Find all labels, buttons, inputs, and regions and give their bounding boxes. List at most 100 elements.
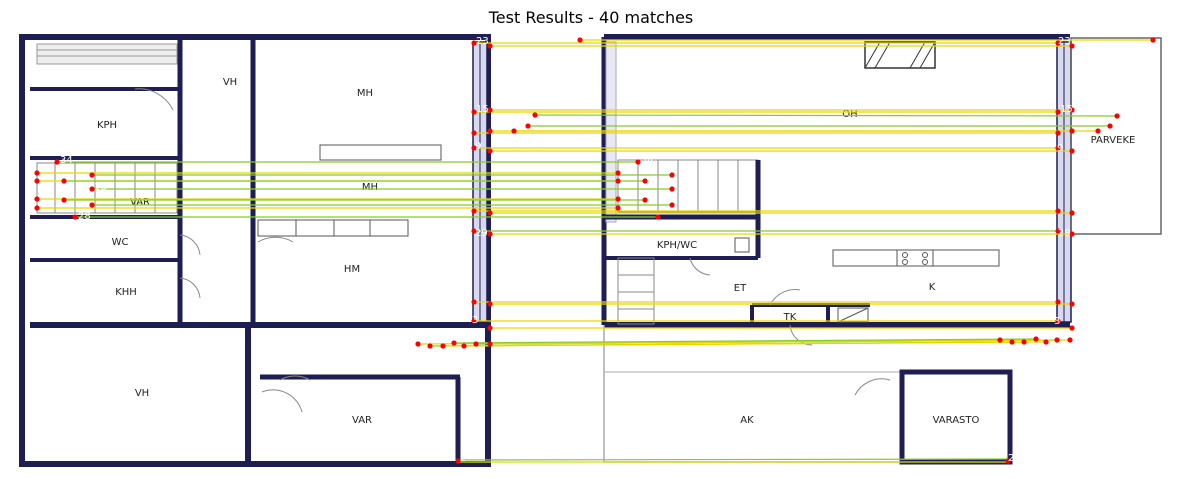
match-line [489,339,1071,345]
match-index-label: 9 [1057,143,1063,154]
match-index-label: 15 [476,104,489,115]
keypoint [1055,109,1061,115]
keypoint [471,40,477,46]
keypoint [89,186,95,192]
keypoint [1069,128,1075,134]
match-index-label: 3 [1054,316,1060,327]
right-room-label: OH [842,109,857,120]
keypoint [487,301,493,307]
left-closet [36,43,178,65]
match-index-label: 2 [460,453,466,464]
keypoint [487,231,493,237]
keypoint [34,205,40,211]
right-room-label: KPH/WC [657,240,697,251]
match-index-label: 23 [476,36,489,47]
keypoint [1150,37,1156,43]
left-room-label: KHH [115,287,137,298]
figure-title: Test Results - 40 matches [488,8,694,27]
keypoint [1067,337,1073,343]
right-room-label: K [929,282,936,293]
match-index-label: 2 [1008,453,1014,464]
right-room-label: AK [740,415,754,426]
keypoint [1021,339,1027,345]
keypoint [1055,130,1061,136]
match-line [457,458,1009,461]
keypoint [997,337,1003,343]
left-room-label: WC [112,237,129,248]
keypoints [34,37,1156,464]
keypoint [1114,113,1120,119]
keypoint [440,343,446,349]
keypoint [1055,228,1061,234]
keypoint [577,37,583,43]
keypoint [61,197,67,203]
right-room-label: ET [734,283,747,294]
left-room-label: VH [223,77,237,88]
keypoint [54,159,60,165]
keypoint [487,43,493,49]
keypoint [642,178,648,184]
match-index-label: 23 [1058,36,1071,47]
match-line [534,114,1118,117]
match-index-label: 3 [472,315,478,326]
right-stairs [617,159,759,213]
keypoint [1055,40,1061,46]
left-room-label: VAR [352,415,372,426]
keypoint [525,123,531,129]
keypoint [532,112,538,118]
left-room-label: MH [362,182,378,193]
keypoint [1069,325,1075,331]
keypoint [1055,318,1061,324]
keypoint [1055,208,1061,214]
keypoint [471,130,477,136]
keypoint [471,208,477,214]
keypoint [1009,339,1015,345]
keypoint [471,318,477,324]
match-index-label: 29 [1058,228,1071,239]
keypoint [669,202,675,208]
right-floor-plan: PARVEKE KPH/WC ET K TK AK VARASTO OH [601,34,1162,465]
keypoint [511,128,517,134]
keypoint [635,159,641,165]
right-room-label: TK [783,312,797,323]
match-index-label: 34 [641,155,654,166]
left-outer-wall [19,34,491,467]
keypoint [487,107,493,113]
keypoint [455,458,461,464]
keypoint [487,148,493,154]
match-line [453,338,1037,344]
keypoint [1069,231,1075,237]
keypoint [1107,123,1113,129]
keypoint [471,109,477,115]
keypoint [1043,339,1049,345]
left-stairs [36,162,178,214]
keypoint [615,205,621,211]
left-room-label: HM [344,264,360,275]
keypoint [34,170,40,176]
keypoint [615,170,621,176]
keypoint [471,145,477,151]
keypoint [487,210,493,216]
left-floor-plan: VH MH KPH MH VAR WC HM KHH VH VAR [19,34,491,467]
balcony [1070,37,1162,235]
keypoint [34,178,40,184]
keypoint [451,340,457,346]
keypoint [89,172,95,178]
match-index-label: 15 [1060,104,1073,115]
match-line [463,341,1047,347]
match-index-label: 28 [78,211,91,222]
keypoint [1069,301,1075,307]
keypoint [487,325,493,331]
left-room-label: KPH [97,120,117,131]
keypoint [461,343,467,349]
keypoint [1005,458,1011,464]
match-index-label: 9 [475,141,481,152]
keypoint [487,341,493,347]
left-room-label: VH [135,388,149,399]
keypoint [34,196,40,202]
left-room-label: VAR [130,197,150,208]
keypoint [669,172,675,178]
keypoint [1033,336,1039,342]
keypoint [615,178,621,184]
